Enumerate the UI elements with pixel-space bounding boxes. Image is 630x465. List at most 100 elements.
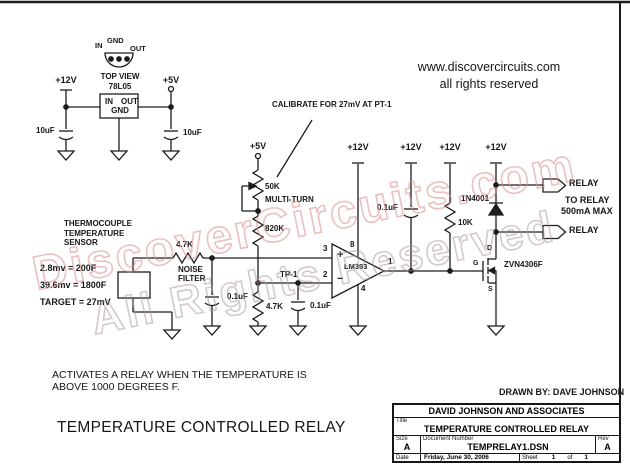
sheet-cell: Sheet 1 of 1 xyxy=(520,454,619,461)
inv-input-label: − xyxy=(337,273,344,285)
callout-line xyxy=(276,119,313,178)
page-title: TEMPERATURE CONTROLLED RELAY xyxy=(57,419,346,436)
ground-icon xyxy=(202,325,222,336)
copyright-line2: all rights reserved xyxy=(439,77,539,91)
pin8-label: 8 xyxy=(350,240,355,249)
mosfet-arrow-icon xyxy=(487,266,496,275)
doc-number-cell: Document Number TEMPRELAY1.DSN xyxy=(421,436,596,453)
ground-icon xyxy=(348,325,368,336)
reg-box-in-label: IN xyxy=(105,97,113,106)
filter-cap-label: 0.1uF xyxy=(227,292,248,301)
title-block-company-row: DAVID JOHNSON AND ASSOCIATES xyxy=(394,405,619,418)
doc-number-label: Document Number xyxy=(423,436,474,442)
pkg-pin-out-label: OUT xyxy=(130,44,146,53)
pkg-part-label: 78L05 xyxy=(108,82,132,91)
bypass-cap-label: 0.1uF xyxy=(377,203,398,212)
sheet-of-label: of xyxy=(567,454,573,461)
ref-r-top-label: 820K xyxy=(265,224,285,233)
relay-top-label: RELAY xyxy=(569,178,599,188)
filter-label-2: FILTER xyxy=(178,274,206,283)
size-value: A xyxy=(403,442,411,452)
sheet-total: 1 xyxy=(584,454,588,461)
voltage-regulator-circuit xyxy=(56,52,181,161)
pkg-pin-gnd-label: GND xyxy=(107,36,124,45)
resistor-icon xyxy=(251,291,265,323)
test-point-label: TP-1 xyxy=(280,270,298,279)
relay-note-1: TO RELAY xyxy=(565,195,610,205)
ref-cap-label: 0.1uF xyxy=(310,301,331,310)
port-flag-icon xyxy=(542,224,567,240)
sheet-number: 1 xyxy=(551,454,556,461)
date-value-cell: Friday, June 30, 2006 xyxy=(421,454,520,461)
size-cell: Size A xyxy=(394,436,421,453)
title-block-doc-row: Size A Document Number TEMPRELAY1.DSN Re… xyxy=(394,436,619,454)
mosfet-part-label: ZVN4306F xyxy=(504,260,543,269)
ground-icon xyxy=(109,150,129,161)
pullup-label: 10K xyxy=(458,218,473,227)
resistor-icon xyxy=(251,215,265,247)
title-value: TEMPERATURE CONTROLLED RELAY xyxy=(423,423,589,434)
ground-icon xyxy=(162,329,182,340)
drawn-by-label: DRAWN BY: DAVE JOHNSON xyxy=(499,387,625,397)
rev-cell: Rev A xyxy=(596,436,619,453)
size-label: Size xyxy=(396,436,408,442)
wiper-arrow-icon xyxy=(248,181,258,191)
pkg-pin-in-label: IN xyxy=(95,41,103,50)
comparator-part-label: LM393 xyxy=(344,262,368,271)
title-label: Title xyxy=(396,418,408,424)
sheet-label: Sheet xyxy=(522,454,538,461)
copyright-line1: www.discovercircuits.com xyxy=(417,60,561,74)
reg-input-rail-label: +12V xyxy=(55,75,77,85)
calibrate-note: CALIBRATE FOR 27mV AT PT-1 xyxy=(272,100,392,109)
title-block: DAVID JOHNSON AND ASSOCIATES Title TEMPE… xyxy=(392,403,621,463)
pin4-label: 4 xyxy=(361,284,366,293)
rail3-label: +12V xyxy=(439,142,461,152)
title-block-date-row: Date Friday, June 30, 2006 Sheet 1 of 1 xyxy=(394,454,619,461)
doc-number-value: TEMPRELAY1.DSN xyxy=(467,442,549,452)
port-flag-icon xyxy=(542,178,567,193)
thermo-label-1: THERMOCOUPLE xyxy=(64,219,132,228)
mosfet-source-label: S xyxy=(488,286,493,293)
mosfet-gate-label: G xyxy=(473,260,479,267)
rail1-label: +12V xyxy=(347,142,369,152)
diode-icon xyxy=(487,202,505,216)
comparator-circuit xyxy=(331,162,483,336)
relay-bottom-label: RELAY xyxy=(569,225,599,235)
mosfet-drain-label: D xyxy=(487,245,493,252)
relay-note-2: 500mA MAX xyxy=(561,206,613,216)
date-label: Date xyxy=(396,454,409,461)
reg-box-out-label: OUT xyxy=(121,97,138,106)
pin1-label: 1 xyxy=(388,257,393,266)
reg-box-gnd-label: GND xyxy=(111,106,129,115)
ground-icon xyxy=(161,150,181,161)
thermo-label-2: TEMPERATURE xyxy=(64,229,125,238)
thermocouple-icon xyxy=(117,271,151,299)
pot-type-label: MULTI-TURN xyxy=(265,195,314,204)
to92-package-icon xyxy=(104,52,134,68)
noninv-input-label: + xyxy=(337,249,344,261)
ref-rail-label: +5V xyxy=(249,141,267,151)
rev-value: A xyxy=(604,442,611,452)
filter-resistor-label: 4.7K xyxy=(176,240,193,249)
diode-label: 1N4001 xyxy=(461,194,490,203)
resistor-icon xyxy=(443,202,457,234)
rev-label: Rev xyxy=(598,436,609,442)
pin2-label: 2 xyxy=(323,270,328,279)
date-value: Friday, June 30, 2006 xyxy=(424,454,489,461)
ground-icon xyxy=(486,325,506,336)
resistor-icon xyxy=(172,251,204,265)
reference-divider-circuit xyxy=(241,119,332,336)
pin3-label: 3 xyxy=(323,244,328,253)
filter-label-1: NOISE xyxy=(178,265,203,274)
thermocouple-input-circuit xyxy=(117,251,332,340)
thermo-label-3: SENSOR xyxy=(64,238,98,247)
pot-value-label: 50K xyxy=(265,182,280,191)
ground-icon xyxy=(248,325,268,336)
ground-icon xyxy=(288,325,308,336)
ground-icon xyxy=(56,150,76,161)
description-line1: ACTIVATES A RELAY WHEN THE TEMPERATURE I… xyxy=(52,369,307,381)
rail4-label: +12V xyxy=(485,142,507,152)
thermo-note-2: 39.6mv = 1800F xyxy=(40,280,107,290)
relay-driver-circuit xyxy=(482,162,567,336)
